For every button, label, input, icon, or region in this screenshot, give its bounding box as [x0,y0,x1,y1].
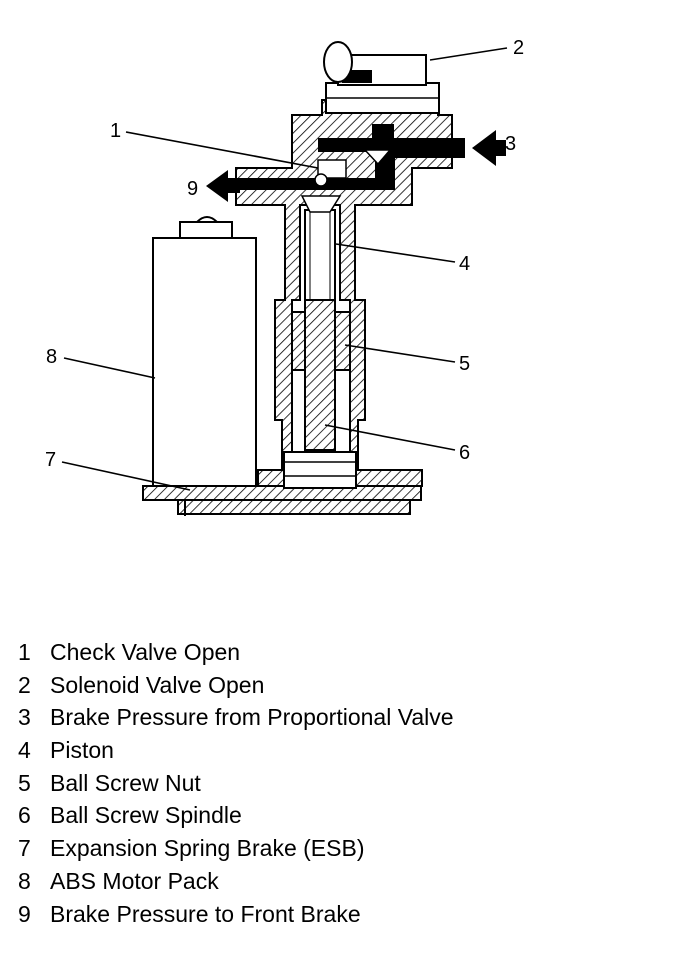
base-plate [142,485,422,516]
callout-1: 1 [110,120,121,142]
modulator-housing [235,99,453,487]
fluid-passage [225,124,465,213]
callout-7: 7 [45,449,56,471]
solenoid-valve [323,41,440,114]
callout-6: 6 [459,442,470,464]
piston [304,209,336,307]
leader-lines [61,47,508,491]
callout-5: 5 [459,353,470,375]
callout-2: 2 [513,37,524,59]
callout-8: 8 [46,346,57,368]
abs-motor-pack [152,216,257,487]
ball-screw-spindle [304,299,336,451]
spindle-gear [283,451,357,489]
callout-4: 4 [459,253,470,275]
callout-3: 3 [505,133,516,155]
brake-modulator-diagram: 1 2 3 4 5 6 7 8 9 [45,37,524,516]
outlet-arrow [206,170,240,202]
inlet-arrow [472,130,506,166]
callout-9: 9 [187,178,198,200]
check-valve-ball [314,173,328,187]
callout-numbers: 1 2 3 4 5 6 7 8 9 [45,37,524,471]
